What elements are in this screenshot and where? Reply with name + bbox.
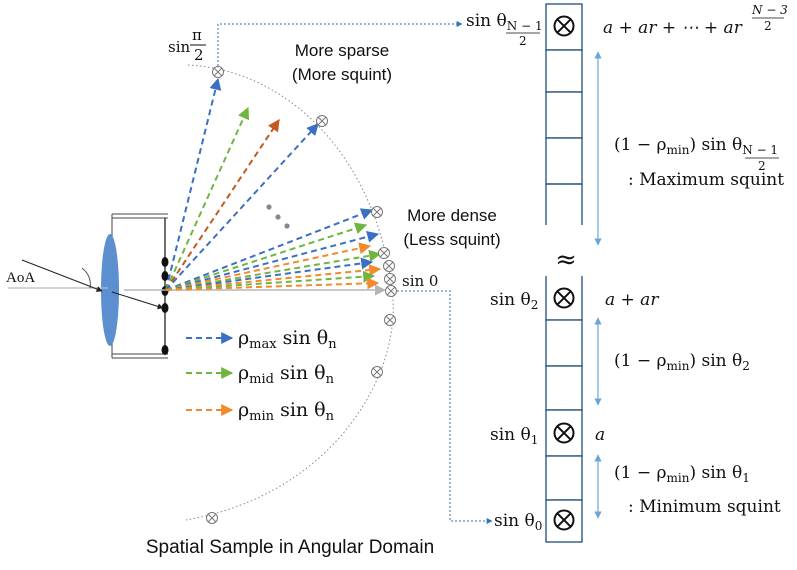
ellipsis-dots [266, 204, 290, 229]
sample-marker-icon [384, 314, 396, 326]
factor-mid: (1 − ρmin) sin θ2 [614, 351, 750, 373]
factor-min: (1 − ρmin) sin θ1 [614, 463, 750, 485]
circled-times-icon [553, 509, 575, 531]
min-squint-label: : Minimum squint [628, 497, 781, 517]
more-squint-label: (More squint) [292, 65, 392, 84]
refracted-ray [111, 291, 164, 310]
less-squint-label: (Less squint) [403, 230, 500, 249]
svg-text:(1 − ρmin) sin θN − 1: (1 − ρmin) sin θN − 1 [614, 135, 778, 157]
max-squint-label: : Maximum squint [628, 170, 784, 190]
label-sin-theta-0: sin θ0 [494, 511, 542, 533]
legend-item-min: ρmin sin θn [238, 399, 335, 424]
sample-column-lower [545, 276, 583, 543]
antenna-structure [111, 213, 168, 359]
sampling-arc [185, 64, 394, 521]
svg-text:2: 2 [519, 34, 527, 48]
sample-marker-icon [385, 285, 397, 297]
circled-times-icon [553, 287, 575, 309]
circled-times-icon [553, 422, 575, 444]
series-first: a [595, 425, 605, 445]
bottom-connector-line [397, 290, 493, 524]
label-sin-theta-2: sin θ2 [490, 290, 538, 312]
svg-text:π: π [192, 26, 202, 44]
svg-text:N − 3: N − 3 [751, 3, 788, 17]
svg-text:2: 2 [758, 159, 766, 173]
svg-text:2: 2 [194, 46, 204, 64]
sample-column-upper [545, 3, 583, 225]
approx-symbol: ≈ [555, 245, 577, 275]
sin-pi-over-2-label: sin π 2 [168, 26, 206, 64]
series-second: a + ar [605, 290, 659, 310]
series-top: a + ar + ⋯ + ar N − 3 2 [603, 3, 788, 38]
label-sin-theta-1: sin θ1 [490, 425, 538, 447]
figure-caption: Spatial Sample in Angular Domain [146, 537, 434, 558]
sample-marker-icon [371, 366, 383, 378]
sample-marker-icon [206, 512, 218, 524]
more-sparse-label: More sparse [295, 41, 389, 60]
svg-text:sin θN − 1: sin θN − 1 [466, 11, 543, 33]
sample-marker-icon [371, 206, 383, 218]
svg-text:a + ar + ⋯ + ar: a + ar + ⋯ + ar [603, 18, 743, 38]
sample-marker-icon [212, 66, 224, 78]
svg-text:2: 2 [764, 19, 772, 33]
circled-times-icon [553, 15, 575, 37]
legend-item-mid: ρmid sin θn [238, 362, 335, 387]
label-sin-theta-top: sin θN − 1 2 [466, 11, 543, 48]
legend: ρmax sin θn ρmid sin θn ρmin sin θn [186, 327, 337, 424]
sample-marker-icon [316, 115, 328, 127]
sample-marker-icon [384, 273, 396, 285]
beam-arrows [165, 77, 382, 291]
sample-marker-icon [383, 260, 395, 272]
aoa-label: AoA [6, 270, 35, 286]
factor-max: (1 − ρmin) sin θN − 1 2 [614, 135, 779, 173]
svg-text:sin: sin [168, 38, 190, 56]
lens [101, 234, 119, 346]
column-sample-markers [553, 15, 575, 531]
sample-marker-icon [378, 247, 390, 259]
legend-item-max: ρmax sin θn [238, 327, 337, 352]
sin-zero-label: sin 0 [402, 272, 438, 290]
arc-sample-markers [206, 66, 397, 524]
aoa-incoming-ray [21, 259, 103, 292]
top-connector-line [217, 21, 463, 66]
more-dense-label: More dense [407, 206, 497, 225]
